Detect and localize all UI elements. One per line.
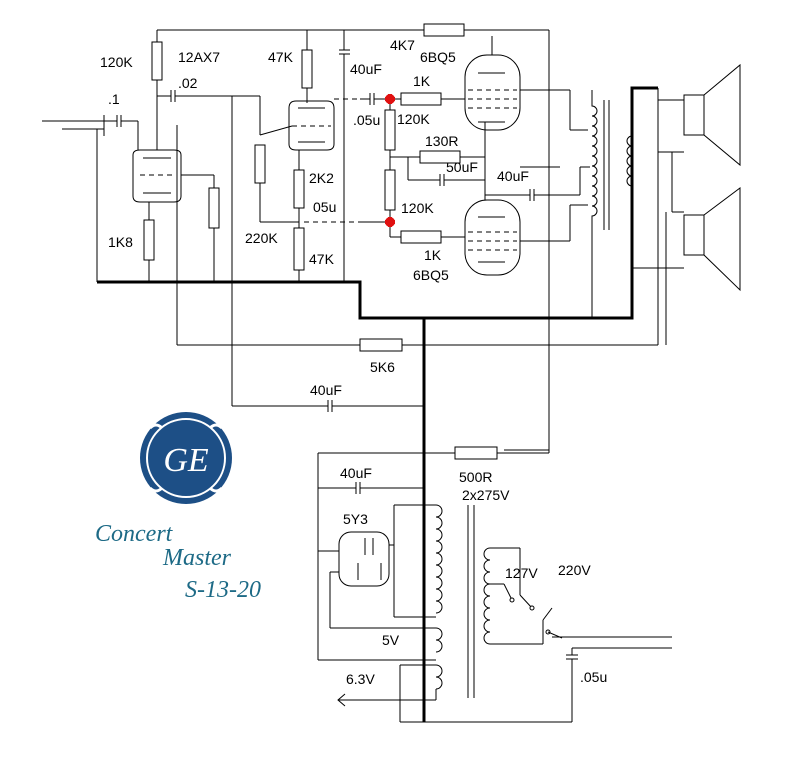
component-labels: 120K 12AX7 .02 .1 1K8 47K 40uF 4K7 6BQ5 …	[100, 37, 607, 687]
resistor-1k-bottom	[390, 230, 470, 244]
label-05u-b: 05u	[313, 199, 336, 215]
label-1k-top: 1K	[413, 73, 431, 89]
ground-feed-stage1	[176, 96, 233, 406]
label-2k2: 2K2	[309, 170, 334, 186]
speaker-bottom-icon	[665, 178, 741, 345]
resistor-500r	[318, 318, 550, 460]
label-5v: 5V	[382, 632, 400, 648]
tube-6bq5-bottom	[464, 199, 521, 276]
label-05u-mains: .05u	[580, 669, 607, 685]
speaker-top-icon	[657, 63, 741, 345]
resistor-47k-top	[301, 30, 313, 103]
label-05u-a: .05u	[353, 112, 380, 128]
label-50uf: 50uF	[446, 159, 478, 175]
label-1k-bottom: 1K	[424, 247, 442, 263]
marker-bottom	[385, 217, 395, 227]
resistor-120k-plate	[151, 30, 163, 158]
label-40uf-mid: 40uF	[497, 168, 529, 184]
tube-6bq5-top	[464, 36, 521, 218]
capacitor-40uf-top	[339, 30, 350, 282]
resistor-2k2	[293, 169, 305, 228]
capacitor-40uf-filter	[232, 400, 424, 412]
label-47k-bottom: 47K	[309, 251, 335, 267]
model-title: Concert Master S-13-20	[95, 521, 261, 603]
label-c-1: .1	[108, 91, 120, 107]
label-4k7: 4K7	[390, 37, 415, 53]
tube-5y3-rectifier	[318, 504, 436, 629]
ge-logo-text: GE	[163, 442, 209, 479]
input-jack	[42, 115, 110, 282]
label-6bq5-bottom: 6BQ5	[413, 267, 449, 283]
resistor-1k-top	[390, 92, 470, 106]
label-6bq5-top: 6BQ5	[420, 49, 456, 65]
label-130r: 130R	[425, 133, 458, 149]
label-5k6: 5K6	[370, 359, 395, 375]
label-40uf-psu: 40uF	[340, 465, 372, 481]
resistor-5k6-feedback	[176, 282, 658, 352]
resistor-grid-stage1	[181, 174, 220, 282]
wire-grid-stage2	[232, 95, 293, 136]
ground-bus	[97, 86, 658, 722]
resistor-120k-mid	[384, 99, 408, 158]
capacitor-50uf	[407, 157, 485, 186]
resistor-1k8-cathode	[143, 219, 155, 282]
label-40uf-top: 40uF	[350, 61, 382, 77]
title-line-2: Master	[162, 545, 232, 571]
b-plus-top-rail	[157, 23, 550, 451]
title-line-3: S-13-20	[185, 577, 261, 603]
label-47k-top: 47K	[268, 49, 294, 65]
label-12ax7: 12AX7	[178, 49, 220, 65]
label-5y3: 5Y3	[343, 511, 368, 527]
tube-12ax7-section-a	[132, 149, 182, 220]
label-220v: 220V	[558, 562, 591, 578]
capacitor-0.02	[157, 90, 232, 102]
capacitor-40uf-psu	[317, 453, 436, 661]
output-transformer	[591, 90, 684, 269]
resistor-47k-bottom	[293, 227, 305, 282]
mains-switch	[490, 547, 672, 722]
output-transformer-wiring	[485, 89, 593, 318]
label-120k-low: 120K	[401, 200, 434, 216]
label-1k8: 1K8	[108, 234, 133, 250]
tube-12ax7-section-b	[288, 100, 335, 170]
ge-logo: GE	[140, 412, 232, 504]
label-500r: 500R	[459, 469, 492, 485]
label-2x275v: 2x275V	[462, 487, 510, 503]
title-line-1: Concert	[95, 521, 174, 547]
resistor-grid-stage2	[254, 144, 299, 223]
resistor-130r	[408, 150, 485, 164]
label-220k: 220K	[245, 230, 278, 246]
label-127v: 127V	[505, 565, 538, 581]
marker-top	[385, 94, 395, 104]
power-transformer	[337, 504, 572, 723]
label-40uf-filter: 40uF	[310, 382, 342, 398]
label-6-3v: 6.3V	[346, 671, 375, 687]
label-c-02: .02	[178, 75, 198, 91]
label-120k-plate: 120K	[100, 54, 133, 70]
label-120k-mid: 120K	[397, 111, 430, 127]
